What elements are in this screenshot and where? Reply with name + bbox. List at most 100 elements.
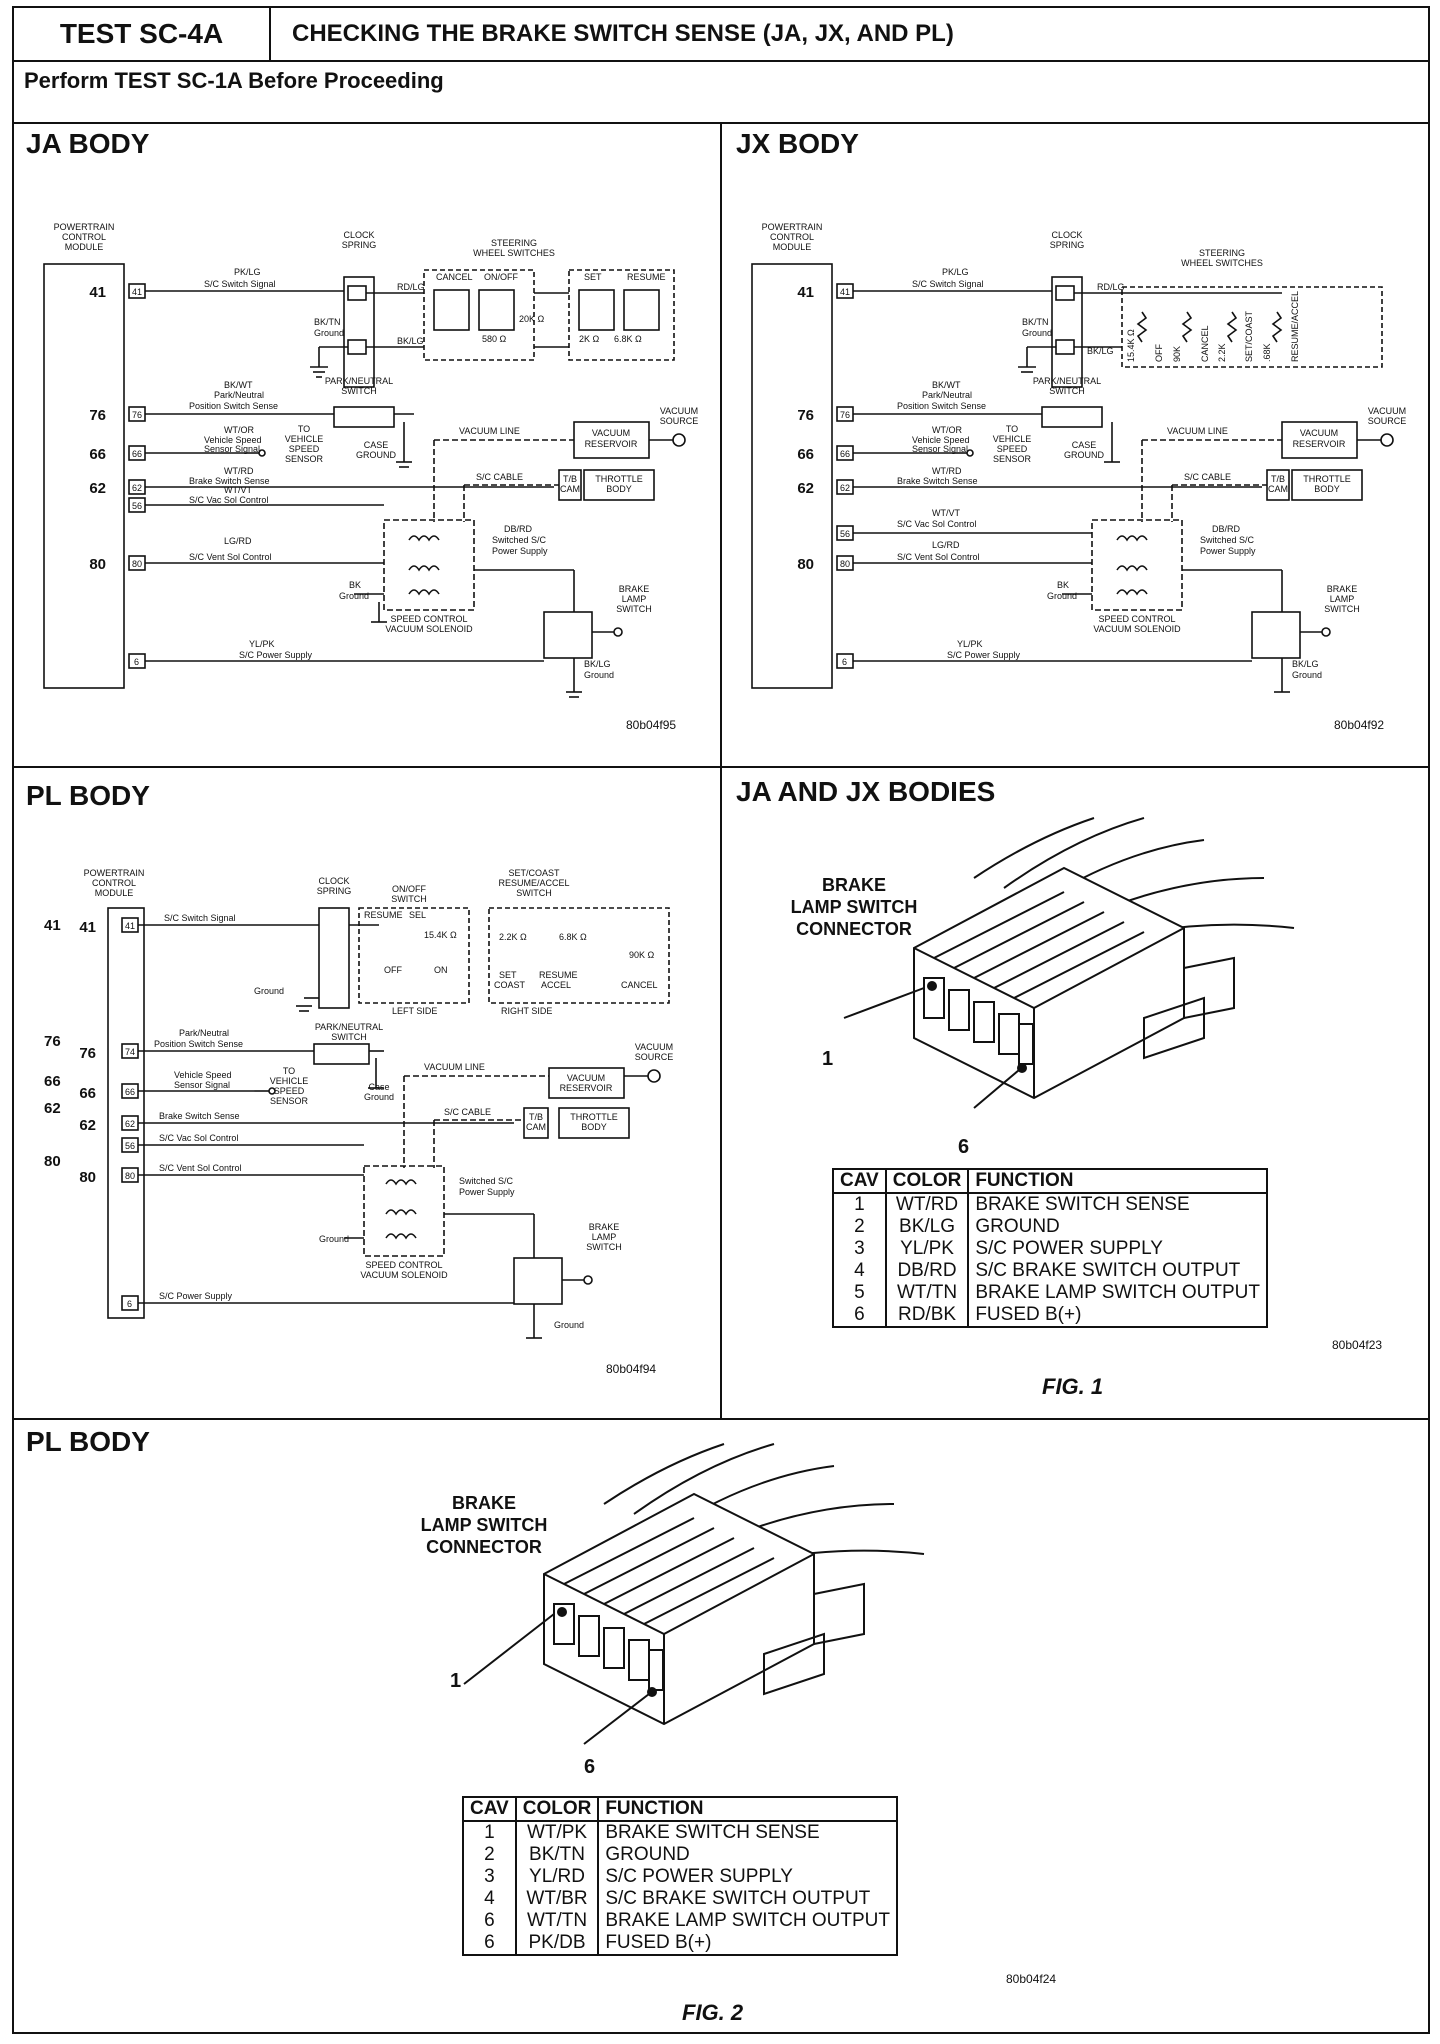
svg-text:STEERING: STEERING bbox=[1199, 248, 1245, 258]
svg-text:CLOCK: CLOCK bbox=[318, 876, 349, 886]
svg-text:Position Switch Sense: Position Switch Sense bbox=[189, 401, 278, 411]
svg-text:62: 62 bbox=[89, 480, 106, 497]
svg-text:RIGHT SIDE: RIGHT SIDE bbox=[501, 1006, 552, 1016]
svg-text:DB/RD: DB/RD bbox=[504, 524, 533, 534]
svg-text:SPEED: SPEED bbox=[997, 444, 1028, 454]
svg-text:SENSOR: SENSOR bbox=[270, 1096, 309, 1106]
svg-text:ON/OFF: ON/OFF bbox=[484, 272, 518, 282]
svg-text:CASE: CASE bbox=[1072, 440, 1097, 450]
jx-figure-code: 80b04f92 bbox=[1334, 718, 1385, 732]
svg-text:CAM: CAM bbox=[526, 1122, 546, 1132]
svg-text:LAMP: LAMP bbox=[592, 1232, 617, 1242]
svg-text:CAM: CAM bbox=[560, 484, 580, 494]
svg-text:Power Supply: Power Supply bbox=[492, 546, 548, 556]
svg-text:CONTROL: CONTROL bbox=[92, 878, 136, 888]
svg-text:SWITCH: SWITCH bbox=[331, 1032, 367, 1042]
svg-text:Sensor Signal: Sensor Signal bbox=[174, 1080, 230, 1090]
svg-text:41: 41 bbox=[79, 919, 96, 936]
svg-text:66: 66 bbox=[840, 449, 850, 459]
svg-text:41: 41 bbox=[797, 284, 814, 301]
svg-text:VEHICLE: VEHICLE bbox=[270, 1076, 309, 1086]
svg-text:MODULE: MODULE bbox=[773, 242, 812, 252]
svg-text:SPEED: SPEED bbox=[289, 444, 320, 454]
svg-text:66: 66 bbox=[79, 1085, 96, 1102]
col-function: FUNCTION bbox=[598, 1798, 897, 1822]
svg-text:66: 66 bbox=[125, 1087, 135, 1097]
svg-text:S/C Power Supply: S/C Power Supply bbox=[159, 1291, 233, 1301]
svg-text:S/C Vent Sol Control: S/C Vent Sol Control bbox=[159, 1163, 242, 1173]
svg-text:CONTROL: CONTROL bbox=[62, 232, 106, 242]
svg-text:GROUND: GROUND bbox=[1064, 450, 1104, 460]
svg-text:90K Ω: 90K Ω bbox=[629, 950, 655, 960]
svg-text:RD/LG: RD/LG bbox=[1097, 282, 1125, 292]
svg-text:PK/LG: PK/LG bbox=[234, 267, 261, 277]
svg-text:RESUME/ACCEL: RESUME/ACCEL bbox=[1290, 291, 1300, 362]
fig1-connector-drawing bbox=[843, 817, 1295, 1109]
col-color: COLOR bbox=[515, 1798, 600, 1822]
fig1-caption: FIG. 1 bbox=[1042, 1374, 1104, 1399]
pl-body-schematic: POWERTRAIN CONTROL MODULE 41 74 66 62 56… bbox=[44, 868, 673, 1339]
svg-text:WT/VT: WT/VT bbox=[932, 508, 960, 518]
svg-text:LAMP: LAMP bbox=[1330, 594, 1355, 604]
svg-text:BK/TN: BK/TN bbox=[1022, 317, 1049, 327]
svg-text:VACUUM: VACUUM bbox=[567, 1073, 605, 1083]
svg-text:Brake Switch Sense: Brake Switch Sense bbox=[189, 476, 270, 486]
svg-text:80: 80 bbox=[44, 1153, 61, 1170]
svg-text:BK: BK bbox=[349, 580, 361, 590]
svg-text:76: 76 bbox=[89, 407, 106, 424]
svg-text:VACUUM LINE: VACUUM LINE bbox=[459, 426, 520, 436]
fig2-connector-drawing bbox=[463, 1443, 925, 1745]
svg-text:S/C Switch Signal: S/C Switch Signal bbox=[204, 279, 276, 289]
svg-text:Ground: Ground bbox=[314, 328, 344, 338]
svg-text:Ground: Ground bbox=[339, 591, 369, 601]
svg-text:VEHICLE: VEHICLE bbox=[285, 434, 324, 444]
svg-text:VACUUM: VACUUM bbox=[1300, 428, 1338, 438]
svg-text:SOURCE: SOURCE bbox=[660, 416, 699, 426]
svg-text:90K: 90K bbox=[1172, 346, 1182, 362]
svg-text:20K Ω: 20K Ω bbox=[519, 314, 545, 324]
svg-text:POWERTRAIN: POWERTRAIN bbox=[84, 868, 145, 878]
svg-text:Vehicle Speed: Vehicle Speed bbox=[204, 435, 262, 445]
svg-text:VACUUM: VACUUM bbox=[1368, 406, 1406, 416]
svg-text:CONTROL: CONTROL bbox=[770, 232, 814, 242]
pcm-label-1: POWERTRAIN bbox=[54, 222, 115, 232]
svg-text:BODY: BODY bbox=[1314, 484, 1340, 494]
svg-text:YL/PK: YL/PK bbox=[249, 639, 275, 649]
svg-text:RESUME: RESUME bbox=[539, 970, 578, 980]
svg-text:T/B: T/B bbox=[563, 474, 577, 484]
svg-text:ON/OFF: ON/OFF bbox=[392, 884, 426, 894]
svg-text:6: 6 bbox=[842, 657, 847, 667]
svg-text:2.2K: 2.2K bbox=[1217, 343, 1227, 362]
svg-text:OFF: OFF bbox=[384, 965, 402, 975]
svg-text:Sensor Signal: Sensor Signal bbox=[204, 444, 260, 454]
test-page: TEST SC-4A CHECKING THE BRAKE SWITCH SEN… bbox=[12, 6, 1430, 2034]
svg-text:RESUME: RESUME bbox=[364, 910, 403, 920]
fig2-caption: FIG. 2 bbox=[682, 2000, 744, 2025]
svg-text:T/B: T/B bbox=[1271, 474, 1285, 484]
svg-text:LG/RD: LG/RD bbox=[932, 540, 960, 550]
svg-text:56: 56 bbox=[125, 1141, 135, 1151]
svg-text:76: 76 bbox=[132, 410, 142, 420]
svg-text:Park/Neutral: Park/Neutral bbox=[922, 390, 972, 400]
svg-text:56: 56 bbox=[840, 529, 850, 539]
svg-text:41: 41 bbox=[44, 917, 61, 934]
svg-text:SPEED: SPEED bbox=[274, 1086, 305, 1096]
svg-text:76: 76 bbox=[44, 1033, 61, 1050]
svg-text:GROUND: GROUND bbox=[356, 450, 396, 460]
svg-text:TO: TO bbox=[298, 424, 310, 434]
svg-text:6: 6 bbox=[134, 657, 139, 667]
svg-text:SWITCH: SWITCH bbox=[341, 386, 377, 396]
svg-text:PARK/NEUTRAL: PARK/NEUTRAL bbox=[325, 376, 393, 386]
col-cav: CAV bbox=[464, 1798, 517, 1822]
svg-text:76: 76 bbox=[840, 410, 850, 420]
pcm-box bbox=[43, 263, 125, 689]
svg-text:VACUUM: VACUUM bbox=[635, 1042, 673, 1052]
svg-text:PARK/NEUTRAL: PARK/NEUTRAL bbox=[315, 1022, 383, 1032]
svg-text:RESUME/ACCEL: RESUME/ACCEL bbox=[498, 878, 569, 888]
svg-text:15.4K Ω: 15.4K Ω bbox=[424, 930, 457, 940]
svg-text:41: 41 bbox=[132, 287, 142, 297]
